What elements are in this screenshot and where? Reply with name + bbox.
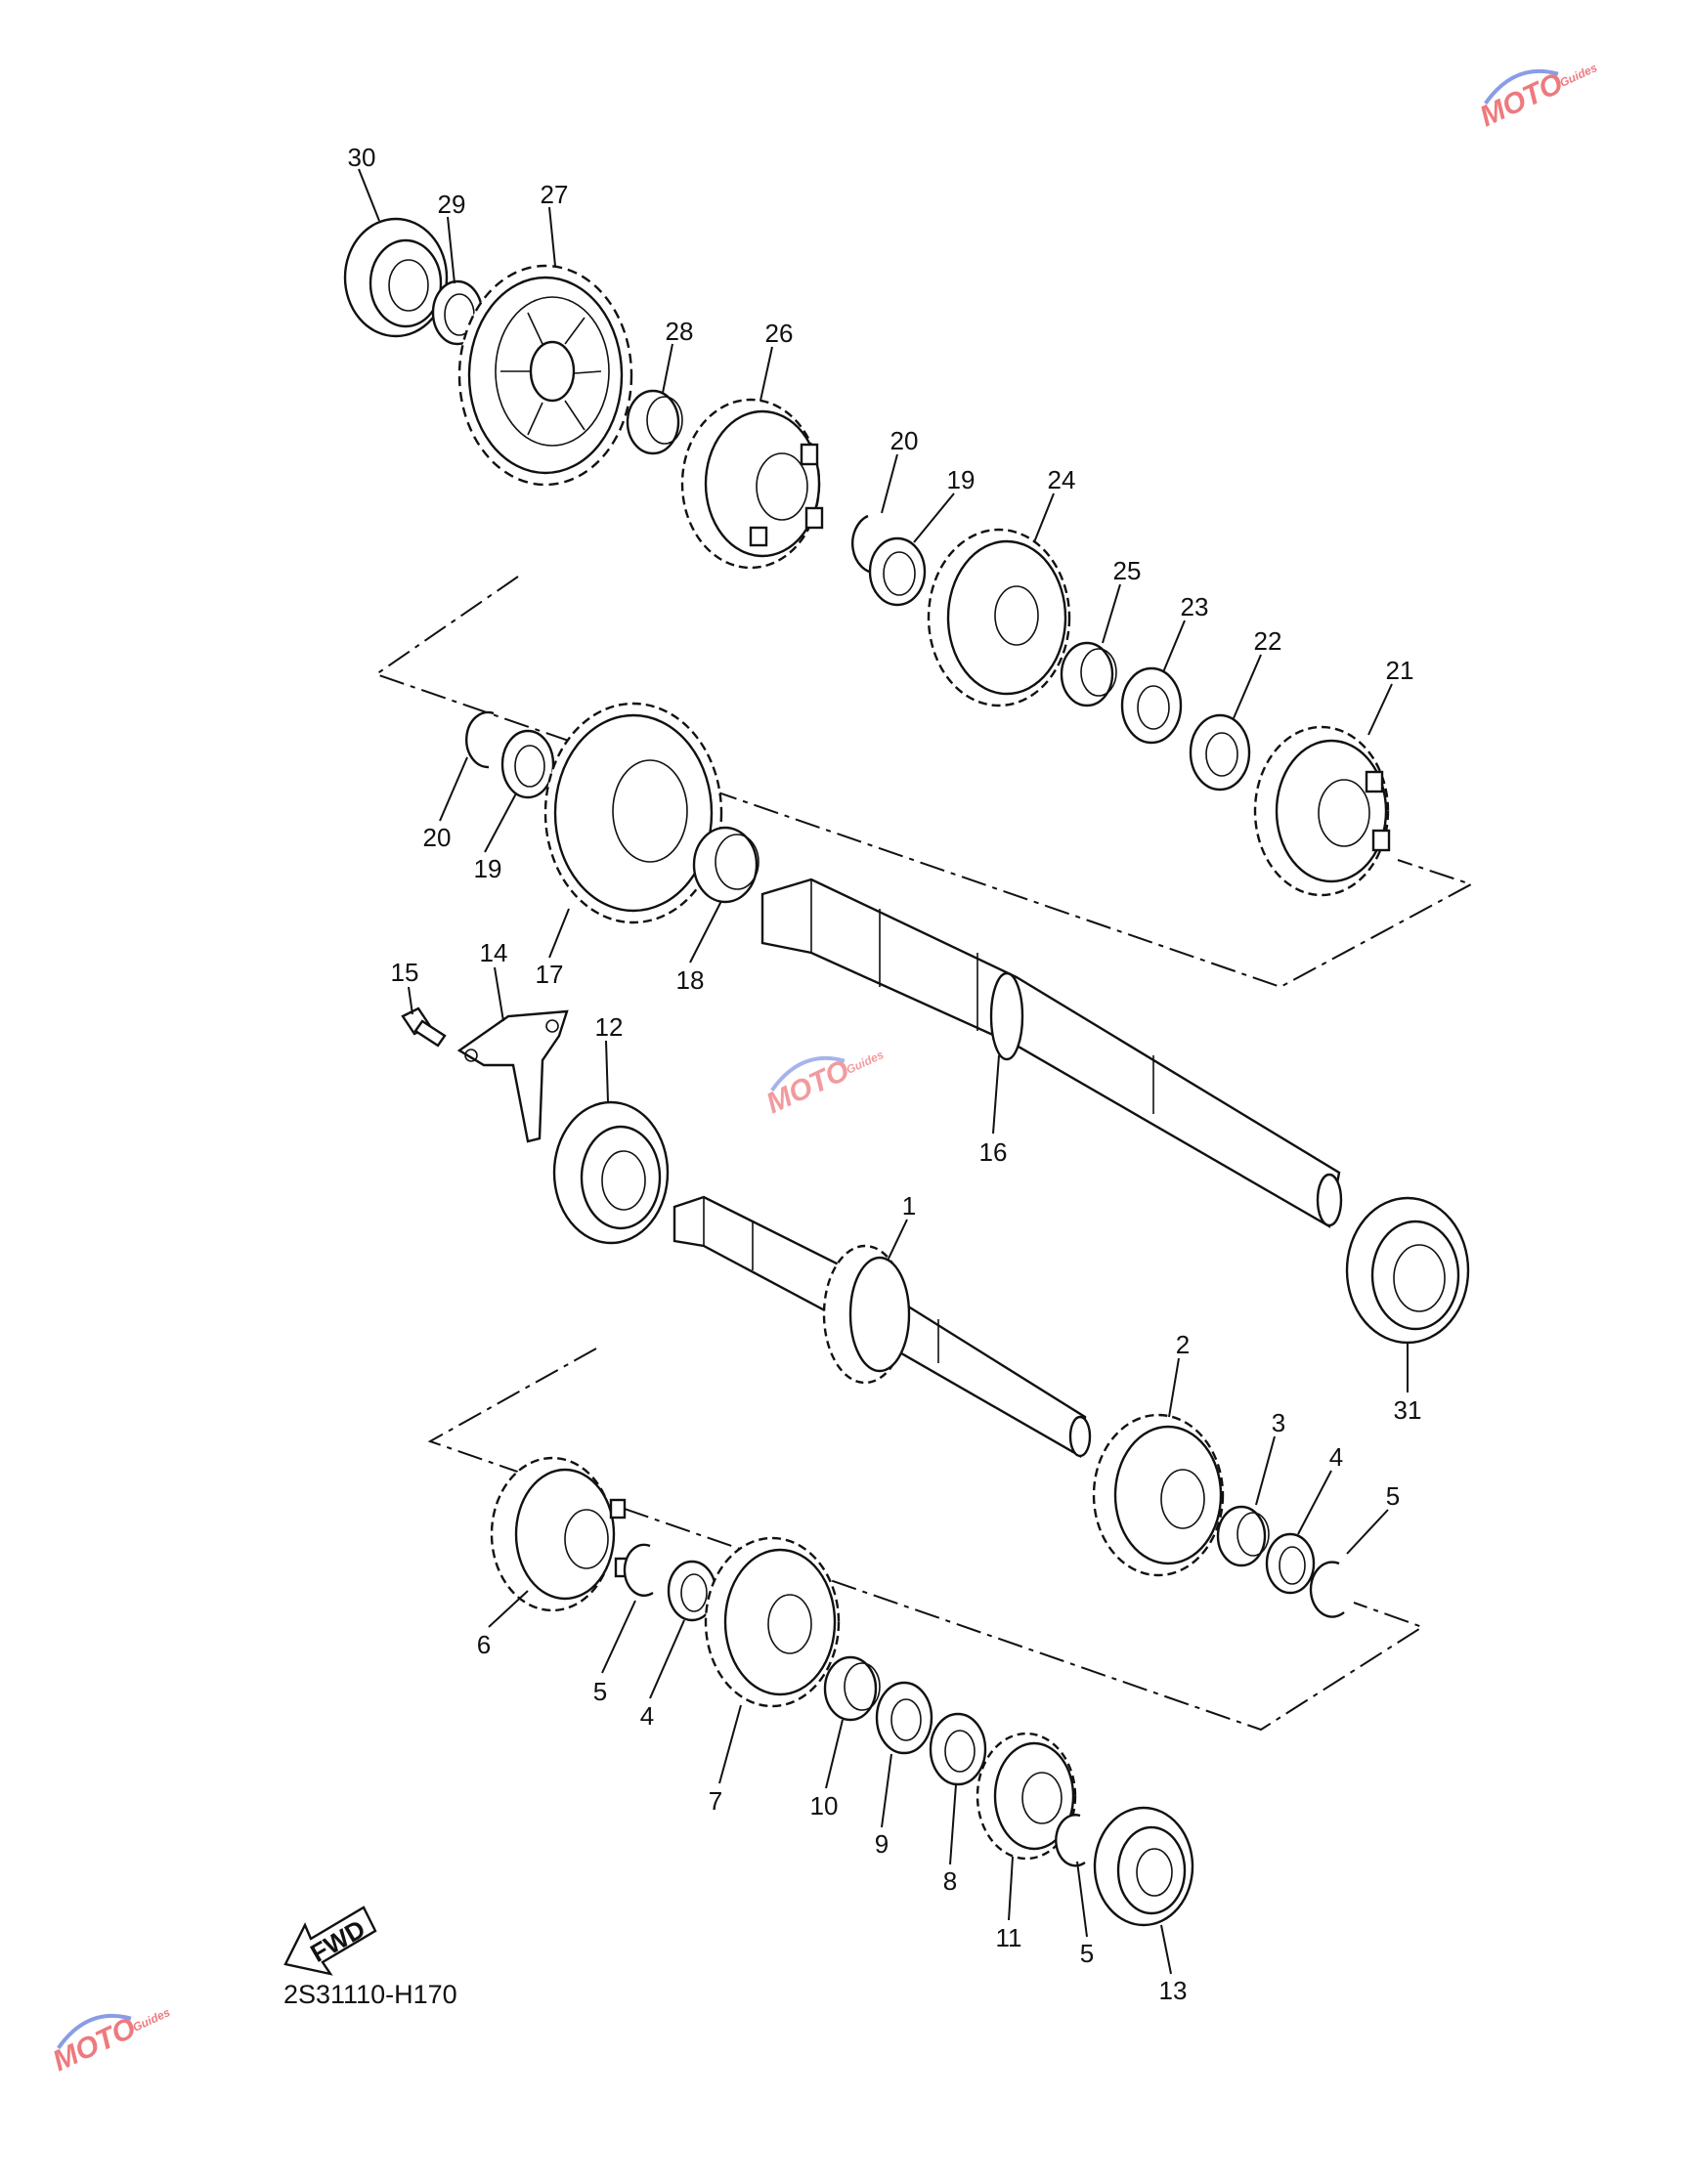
- callout-3: 3: [1272, 1408, 1285, 1437]
- callout-15: 15: [391, 958, 419, 987]
- bearing-13: [1093, 1806, 1194, 1927]
- callout-5-upper: 5: [1386, 1481, 1400, 1511]
- washer-4-lower: [667, 1560, 717, 1622]
- svg-text:Guides: Guides: [1557, 61, 1599, 90]
- bearing-10: [823, 1655, 881, 1722]
- callout-24: 24: [1048, 465, 1076, 494]
- gear-6: [490, 1456, 631, 1612]
- gear-11: [976, 1732, 1077, 1861]
- callout-5-lower: 5: [1080, 1939, 1094, 1968]
- callout-21: 21: [1386, 656, 1414, 685]
- callout-4-upper: 4: [1329, 1442, 1343, 1472]
- callout-6: 6: [477, 1630, 491, 1659]
- bearing-28: [626, 389, 683, 455]
- gear-7: [704, 1536, 841, 1708]
- callout-31: 31: [1394, 1395, 1422, 1425]
- gear-24: [927, 528, 1071, 707]
- circlip-5-upper: [1309, 1561, 1345, 1618]
- bearing-12: [552, 1100, 670, 1245]
- leader-lines: [358, 168, 1409, 1975]
- counter-shaft-1: [672, 1195, 1092, 1458]
- callout-9: 9: [875, 1829, 889, 1859]
- callout-30: 30: [348, 143, 376, 172]
- washer-9: [875, 1681, 933, 1755]
- callout-1: 1: [902, 1191, 916, 1220]
- washer-19-upper: [868, 536, 927, 607]
- gear-26: [680, 398, 824, 570]
- callout-8: 8: [943, 1866, 957, 1896]
- washer-4-upper: [1265, 1532, 1316, 1595]
- watermark-logo-top: MOTO Guides: [1475, 61, 1599, 134]
- diagram-code: 2S31110-H170: [283, 1980, 457, 2009]
- washer-23: [1120, 666, 1183, 745]
- svg-text:MOTO: MOTO: [1475, 67, 1568, 134]
- callout-11: 11: [996, 1923, 1022, 1952]
- circlip-5-middle: [623, 1543, 654, 1597]
- callout-22: 22: [1254, 626, 1282, 656]
- bearing-18: [692, 826, 759, 904]
- callout-4-lower: 4: [640, 1701, 654, 1731]
- callout-27: 27: [541, 180, 569, 209]
- bearing-3: [1216, 1505, 1270, 1567]
- upper-assembly-frame: [373, 576, 1474, 989]
- callout-16: 16: [979, 1137, 1008, 1167]
- lower-assembly-frame: [427, 1348, 1425, 1732]
- callout-10: 10: [810, 1791, 839, 1820]
- main-shaft-16: [760, 878, 1343, 1228]
- watermark-logo-center: MOTO Guides: [761, 1048, 886, 1121]
- bearing-30: [343, 217, 449, 338]
- callout-23: 23: [1181, 592, 1209, 621]
- callout-28: 28: [666, 317, 694, 346]
- bearing-25: [1060, 641, 1117, 707]
- circlip-20-lower: [465, 710, 495, 769]
- svg-text:Guides: Guides: [130, 2005, 172, 2034]
- gear-21: [1253, 725, 1391, 897]
- washer-8: [929, 1712, 987, 1786]
- callout-19-lower: 19: [474, 854, 502, 883]
- callout-17: 17: [536, 960, 564, 989]
- gear-2: [1092, 1413, 1225, 1577]
- svg-text:Guides: Guides: [844, 1048, 886, 1077]
- washer-19-lower: [500, 729, 555, 799]
- callout-25: 25: [1113, 556, 1142, 585]
- callout-26: 26: [765, 319, 794, 348]
- callout-13: 13: [1159, 1976, 1188, 2005]
- callout-19-upper: 19: [947, 465, 976, 494]
- callout-18: 18: [676, 965, 705, 995]
- callout-2: 2: [1176, 1330, 1190, 1359]
- callout-12: 12: [595, 1012, 624, 1042]
- callout-20-upper: 20: [890, 426, 919, 455]
- callout-14: 14: [480, 938, 508, 967]
- washer-22: [1189, 713, 1251, 792]
- callout-29: 29: [438, 190, 466, 219]
- svg-text:MOTO: MOTO: [761, 1054, 854, 1121]
- callout-20-lower: 20: [423, 823, 452, 852]
- gear-27: [457, 264, 633, 487]
- circlip-5-lower: [1055, 1814, 1086, 1867]
- plate-14: [456, 1009, 569, 1143]
- callout-labels: 30 29 27 28 26 20 19 24 25 23 22 21 20 1…: [348, 143, 1422, 2005]
- gear-17: [543, 702, 723, 924]
- fwd-arrow-icon: FWD: [283, 1906, 377, 1976]
- callout-7: 7: [709, 1786, 722, 1816]
- svg-text:MOTO: MOTO: [48, 2012, 141, 2078]
- bolt-15: [401, 1006, 447, 1048]
- bearing-31: [1345, 1196, 1470, 1345]
- callout-5-middle: 5: [593, 1677, 607, 1706]
- watermark-logo-bottom: MOTO Guides: [48, 2005, 172, 2078]
